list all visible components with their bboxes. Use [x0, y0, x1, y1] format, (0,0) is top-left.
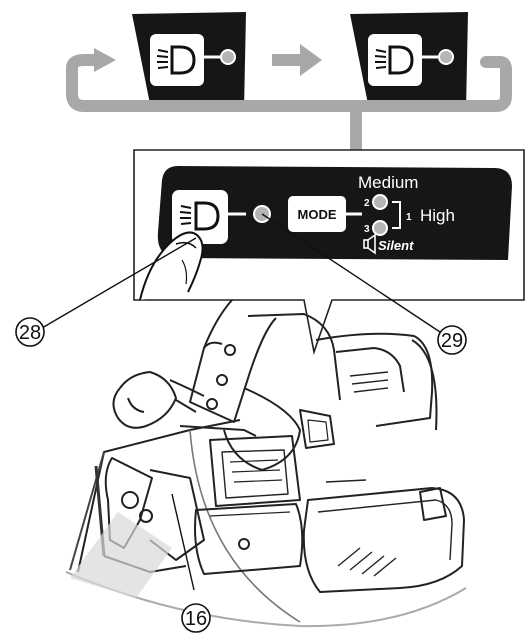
loop-arrowhead-icon: [94, 48, 116, 72]
speed-led-medium: [373, 195, 387, 209]
speed-label-high: High: [420, 206, 455, 225]
led-indicator: [439, 50, 453, 64]
led-indicator: [221, 50, 235, 64]
speed-label-silent: Silent: [378, 238, 414, 253]
speed-num-3: 3: [364, 224, 370, 235]
speed-num-1: 1: [406, 212, 412, 223]
callout-29: 29: [438, 326, 466, 354]
callout-29-label: 29: [441, 330, 463, 352]
mode-button-label: MODE: [298, 207, 337, 222]
speed-label-medium: Medium: [358, 173, 418, 192]
light-icon: [150, 34, 204, 86]
light-state-indicator-right: [350, 12, 468, 110]
arrow-right-icon: [272, 44, 322, 76]
control-panel: MODE Medium 2 3 1 High Silent: [158, 166, 512, 260]
callout-28-label: 28: [19, 322, 41, 344]
speed-led-low: [373, 221, 387, 235]
light-beam: [70, 512, 172, 598]
callout-28: 28: [16, 318, 44, 346]
mode-button[interactable]: MODE: [288, 196, 346, 232]
callout-16-label: 16: [185, 608, 207, 630]
speed-num-2: 2: [364, 198, 370, 209]
light-state-indicator-left: [132, 12, 246, 110]
callout-16: 16: [182, 604, 210, 632]
light-icon: [368, 34, 422, 86]
